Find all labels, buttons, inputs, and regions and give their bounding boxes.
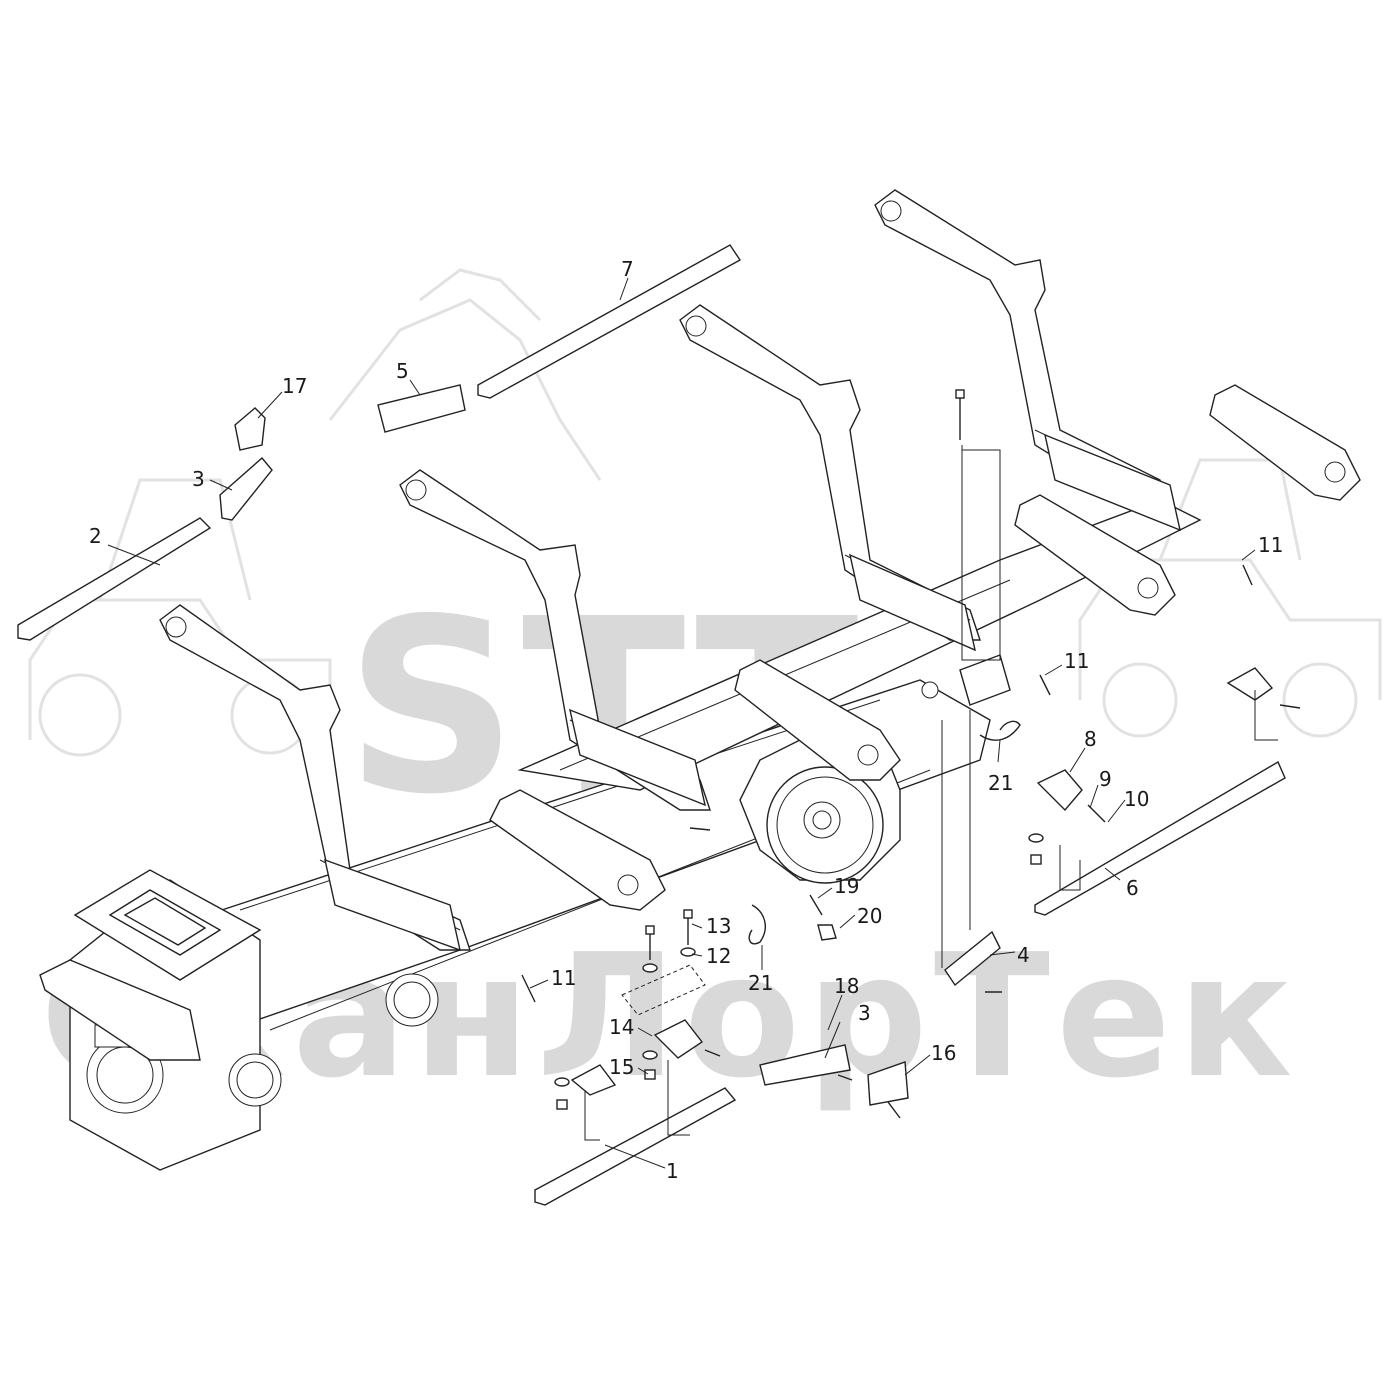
callout-11: 11 xyxy=(551,966,576,990)
callout-labels: 1 2 3 3 4 5 6 7 8 9 10 11 11 11 12 13 14… xyxy=(89,257,1283,1183)
fasteners xyxy=(521,389,1301,1119)
bolster-3 xyxy=(849,553,976,652)
callout-21: 21 xyxy=(988,771,1013,795)
callout-13: 13 xyxy=(706,914,731,938)
callout-2: 2 xyxy=(89,524,102,548)
callout-15: 15 xyxy=(609,1055,634,1079)
callout-6: 6 xyxy=(1126,876,1139,900)
callout-17: 17 xyxy=(282,374,307,398)
bolster-4 xyxy=(1044,433,1181,532)
callout-5: 5 xyxy=(396,359,409,383)
part-1-cover xyxy=(534,1087,737,1206)
callout-18: 18 xyxy=(834,974,859,998)
link-arm-2 xyxy=(734,659,901,781)
part-2-cover xyxy=(17,517,212,641)
callout-16: 16 xyxy=(931,1041,956,1065)
bolster-1 xyxy=(324,858,461,952)
callout-8: 8 xyxy=(1084,727,1097,751)
callout-19: 19 xyxy=(834,874,859,898)
part-8-bracket xyxy=(1036,769,1083,812)
callout-1: 1 xyxy=(666,1159,679,1183)
callout-10: 10 xyxy=(1124,787,1149,811)
part-14-bracket-left xyxy=(570,1064,617,1096)
part-5-cover xyxy=(377,384,466,433)
part-21-hose-upper xyxy=(979,720,1021,741)
callout-20: 20 xyxy=(857,904,882,928)
callout-14: 14 xyxy=(609,1015,634,1039)
callout-4: 4 xyxy=(1017,943,1030,967)
part-14-bracket xyxy=(653,1019,704,1059)
callout-3: 3 xyxy=(858,1001,871,1025)
part-21-hose-lower xyxy=(748,904,766,945)
callout-11: 11 xyxy=(1064,649,1089,673)
gearbox-housing xyxy=(39,869,282,1171)
part-3-bracket-upper xyxy=(219,456,273,521)
callout-3: 3 xyxy=(192,467,205,491)
callout-12: 12 xyxy=(706,944,731,968)
part-6-cover xyxy=(1034,760,1286,916)
link-arm-3 xyxy=(1014,494,1176,616)
part-16-plate xyxy=(867,1061,909,1106)
watermark-machinery-outline xyxy=(28,268,1382,757)
swing-arm-4 xyxy=(874,189,1171,511)
bolster-2 xyxy=(569,708,706,807)
leader-lines xyxy=(107,277,1278,1169)
chassis-frame xyxy=(39,189,1361,1171)
link-arm-4 xyxy=(1209,384,1361,501)
part-17-bracket xyxy=(234,407,266,451)
part-3-bracket-lower xyxy=(759,1044,851,1086)
callout-9: 9 xyxy=(1099,767,1112,791)
loose-parts xyxy=(17,244,1301,1206)
part-8-bracket-far xyxy=(1226,667,1274,701)
callout-21: 21 xyxy=(748,971,773,995)
callout-7: 7 xyxy=(621,257,634,281)
part-4-bracket xyxy=(944,930,1001,987)
part-7-cover xyxy=(477,244,742,399)
callout-11: 11 xyxy=(1258,533,1283,557)
